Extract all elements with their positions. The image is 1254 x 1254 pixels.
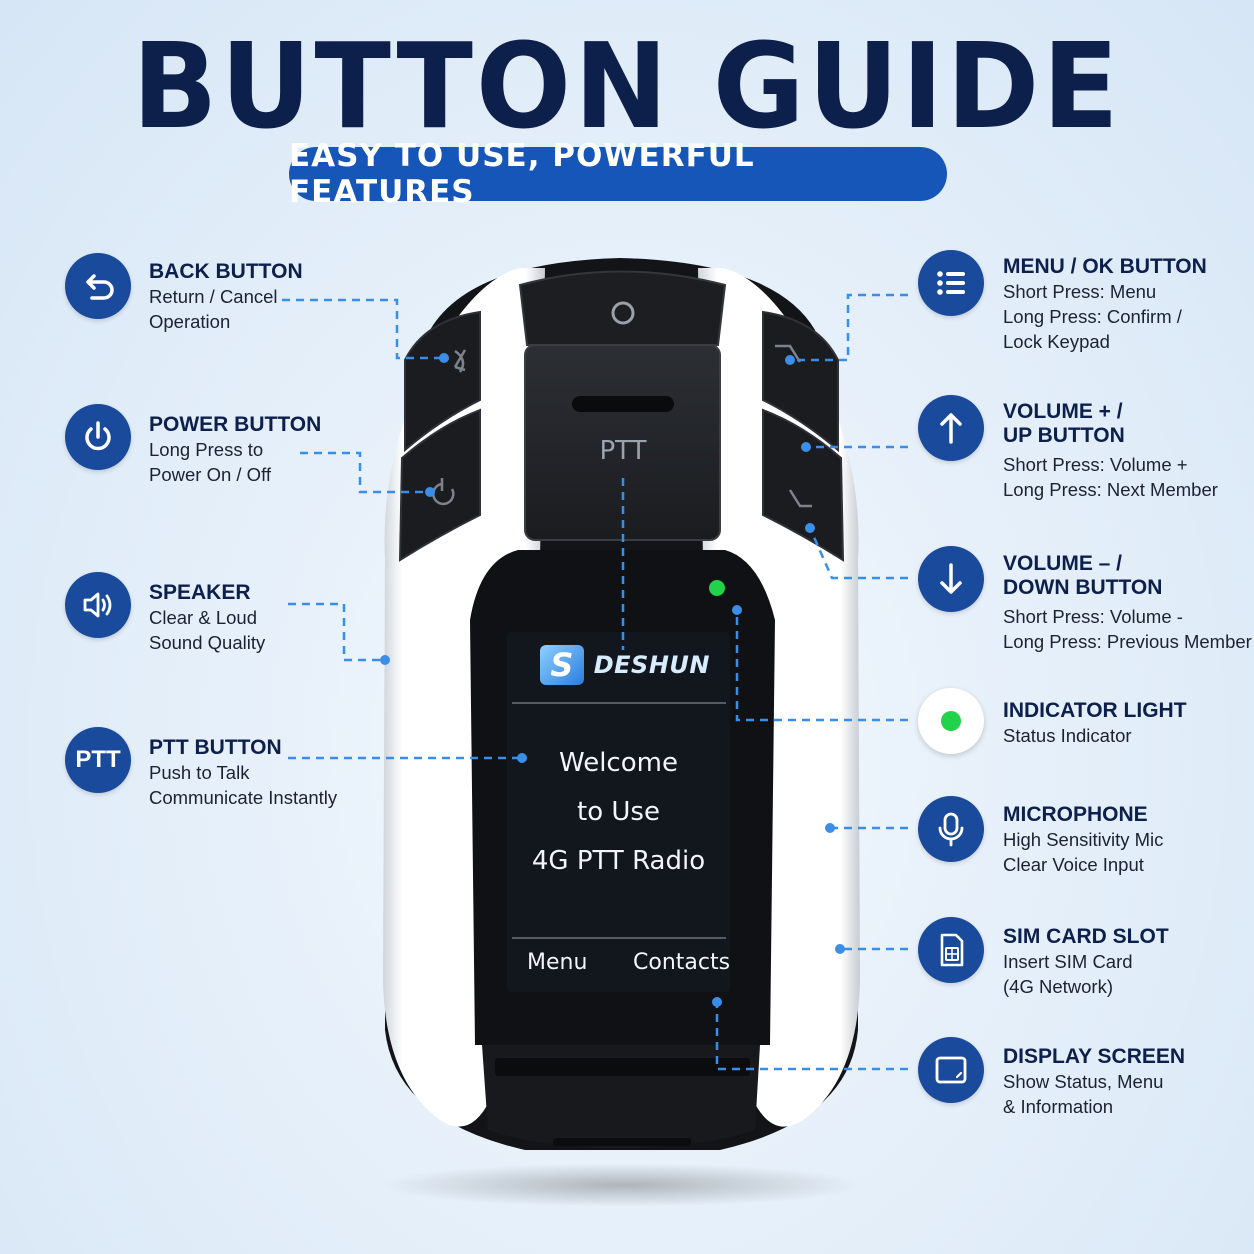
feature-desc: Short Press: Menu: [1003, 281, 1157, 302]
screen-line-2: to Use: [577, 797, 660, 827]
feature-desc: Long Press to: [149, 439, 264, 460]
feature-speaker: SPEAKER Clear & Loud Sound Quality: [149, 581, 265, 655]
speaker-icon: [65, 572, 131, 638]
display-screen: [507, 632, 730, 992]
power-icon: [65, 404, 131, 470]
feature-volume-up-button: VOLUME + / UP BUTTON Short Press: Volume…: [1003, 400, 1218, 502]
feature-microphone: MICROPHONE High Sensitivity Mic Clear Vo…: [1003, 803, 1163, 877]
feature-desc: Status Indicator: [1003, 725, 1132, 746]
feature-title: SIM CARD SLOT: [1003, 925, 1169, 948]
indicator-light-icon: [918, 688, 984, 754]
screen-line-1: Welcome: [559, 748, 678, 778]
feature-desc: Communicate Instantly: [149, 787, 338, 808]
feature-title: INDICATOR LIGHT: [1003, 699, 1187, 722]
feature-volume-down-button: VOLUME – / DOWN BUTTON Short Press: Volu…: [1003, 552, 1252, 654]
feature-title: PTT BUTTON: [149, 736, 282, 759]
feature-desc: Short Press: Volume -: [1003, 606, 1183, 627]
brand-mark: S: [540, 644, 584, 685]
sim-card-icon: [918, 917, 984, 983]
feature-desc: (4G Network): [1003, 976, 1113, 997]
arrow-down-icon: [918, 546, 984, 612]
feature-title: VOLUME + /: [1003, 400, 1123, 423]
brand-logo: S DESHUN: [540, 642, 710, 687]
feature-desc: Power On / Off: [149, 464, 272, 485]
feature-desc: Clear Voice Input: [1003, 854, 1144, 875]
feature-title: DISPLAY SCREEN: [1003, 1045, 1186, 1068]
feature-desc: Push to Talk: [149, 762, 250, 783]
feature-menu-ok-button: MENU / OK BUTTON Short Press: Menu Long …: [1003, 255, 1207, 354]
feature-title-line2: DOWN BUTTON: [1003, 576, 1163, 599]
feature-title-line2: UP BUTTON: [1003, 424, 1125, 447]
feature-title: POWER BUTTON: [149, 413, 322, 436]
page-title: BUTTON GUIDE: [132, 18, 1122, 156]
feature-indicator-light: INDICATOR LIGHT Status Indicator: [1003, 699, 1187, 748]
feature-desc: & Information: [1003, 1096, 1114, 1117]
feature-desc: Long Press: Confirm /: [1003, 306, 1182, 327]
feature-desc: Show Status, Menu: [1003, 1071, 1164, 1092]
feature-desc: Long Press: Previous Member: [1003, 631, 1252, 652]
microphone-icon: [918, 796, 984, 862]
brand-name: DESHUN: [593, 650, 710, 679]
ptt-icon-text: PTT: [75, 746, 121, 773]
feature-desc: Lock Keypad: [1003, 331, 1110, 352]
feature-desc: Clear & Loud: [149, 607, 257, 628]
feature-desc: High Sensitivity Mic: [1003, 829, 1164, 850]
ptt-icon: PTT: [65, 727, 131, 793]
feature-back-button: BACK BUTTON Return / Cancel Operation: [149, 260, 303, 334]
display-screen-icon: [918, 1037, 984, 1103]
feature-desc: Short Press: Volume +: [1003, 454, 1188, 475]
ptt-button-label: PTT: [599, 436, 647, 466]
feature-power-button: POWER BUTTON Long Press to Power On / Of…: [149, 413, 321, 487]
menu-list-icon: [918, 250, 984, 316]
feature-title: VOLUME – /: [1003, 552, 1123, 575]
feature-title: SPEAKER: [149, 581, 251, 604]
feature-desc: Operation: [149, 311, 231, 332]
feature-title: MICROPHONE: [1003, 803, 1148, 826]
top-ok-button: [611, 301, 635, 325]
screen-line-3: 4G PTT Radio: [531, 846, 706, 876]
feature-title: BACK BUTTON: [149, 260, 303, 283]
feature-display-screen: DISPLAY SCREEN Show Status, Menu & Infor…: [1003, 1045, 1185, 1119]
back-arrow-icon: [65, 253, 131, 319]
feature-sim-card-slot: SIM CARD SLOT Insert SIM Card (4G Networ…: [1003, 925, 1169, 999]
feature-ptt-button: PTT BUTTON Push to Talk Communicate Inst…: [149, 736, 337, 810]
softkey-menu[interactable]: Menu: [527, 950, 588, 975]
arrow-up-icon: [918, 395, 984, 461]
feature-desc: Return / Cancel: [149, 286, 278, 307]
feature-title: MENU / OK BUTTON: [1003, 255, 1207, 278]
feature-desc: Insert SIM Card: [1003, 951, 1133, 972]
softkey-contacts[interactable]: Contacts: [633, 950, 731, 975]
feature-desc: Sound Quality: [149, 632, 266, 653]
indicator-light: [709, 580, 725, 596]
feature-desc: Long Press: Next Member: [1003, 479, 1218, 500]
